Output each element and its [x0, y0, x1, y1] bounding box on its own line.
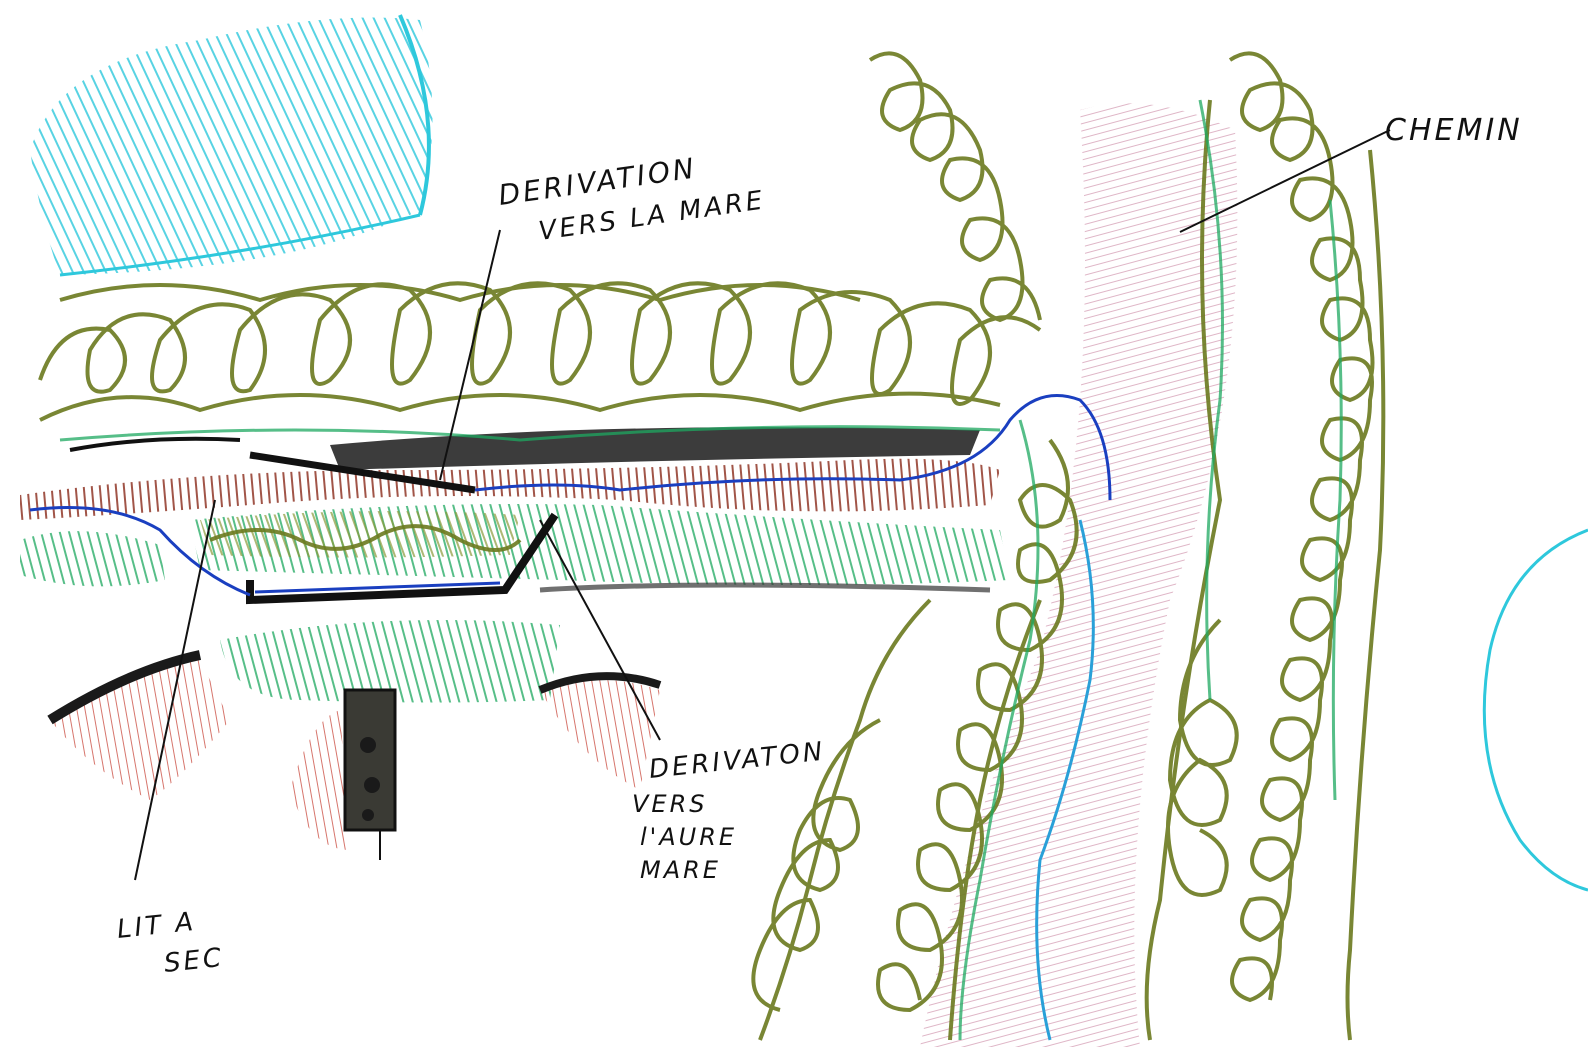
pond-edge — [1484, 530, 1588, 890]
sky-water-patch — [30, 15, 433, 275]
label-derivation-autre-line1: DERIVATON — [648, 737, 827, 785]
label-lit-line1: LIT A — [116, 907, 198, 945]
label-derivation-autre-line4: MARE — [640, 856, 721, 884]
label-lit-line2: SEC — [163, 943, 226, 979]
label-derivation-autre: DERIVATON VERS l'AURE MARE — [632, 737, 827, 884]
label-chemin-text: CHEMIN — [1385, 113, 1523, 148]
label-lit-a-sec: LIT A SEC — [116, 907, 226, 979]
label-derivation-mare: DERIVATION VERS LA MARE — [496, 151, 767, 246]
sluice-structure — [345, 690, 395, 860]
label-derivation-autre-line3: l'AURE — [640, 823, 737, 851]
label-chemin: CHEMIN — [1385, 113, 1523, 148]
label-derivation-autre-line2: VERS — [632, 790, 708, 818]
